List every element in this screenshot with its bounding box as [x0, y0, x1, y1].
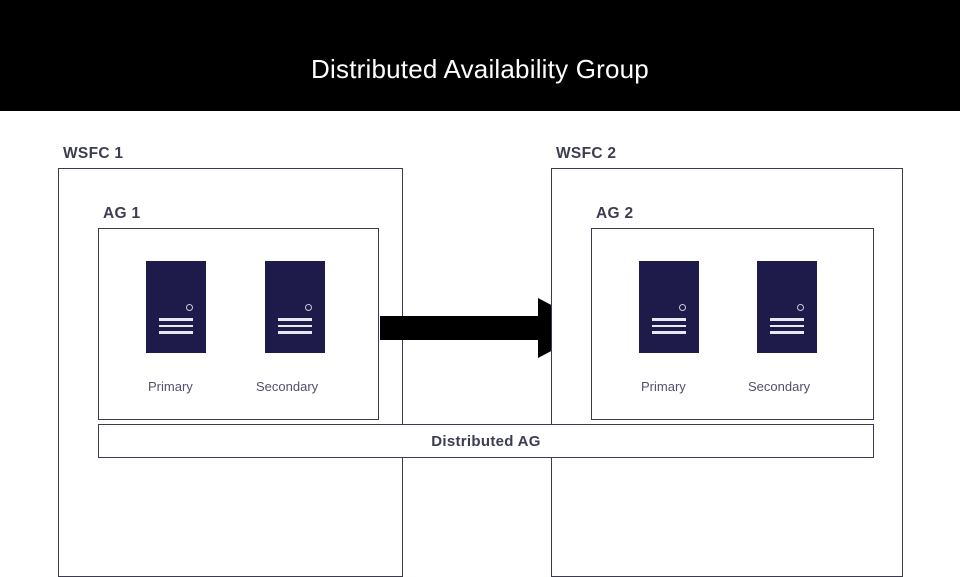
- ag-label-ag2: AG 2: [596, 205, 634, 222]
- cluster-label-wsfc2: WSFC 2: [556, 145, 617, 162]
- server-vents-icon: [770, 318, 804, 337]
- server-role-label: Secondary: [256, 379, 319, 394]
- server-led-icon: [186, 304, 193, 311]
- ag-box-ag2: [591, 228, 874, 420]
- page-title: Distributed Availability Group: [311, 54, 649, 84]
- server-role-label: Primary: [641, 379, 686, 394]
- distributed-ag-label: Distributed AG: [431, 432, 541, 450]
- right-arrow-icon: [380, 298, 595, 358]
- server-led-icon: [679, 304, 686, 311]
- server-icon: [265, 261, 325, 353]
- title-banner: Distributed Availability Group: [0, 0, 960, 111]
- server-icon: [146, 261, 206, 353]
- ag-box-ag1: [98, 228, 379, 420]
- server-role-label: Primary: [148, 379, 193, 394]
- server-led-icon: [797, 304, 804, 311]
- ag-label-ag1: AG 1: [103, 205, 141, 222]
- cluster-label-wsfc1: WSFC 1: [63, 145, 124, 162]
- server-icon: [639, 261, 699, 353]
- server-vents-icon: [652, 318, 686, 337]
- diagram-canvas: WSFC 1 AG 1 Primary Secondary WSFC 2 AG …: [0, 111, 960, 577]
- server-vents-icon: [159, 318, 193, 337]
- distributed-ag-bar: Distributed AG: [98, 424, 874, 458]
- server-led-icon: [305, 304, 312, 311]
- server-icon: [757, 261, 817, 353]
- server-role-label: Secondary: [748, 379, 811, 394]
- server-vents-icon: [278, 318, 312, 337]
